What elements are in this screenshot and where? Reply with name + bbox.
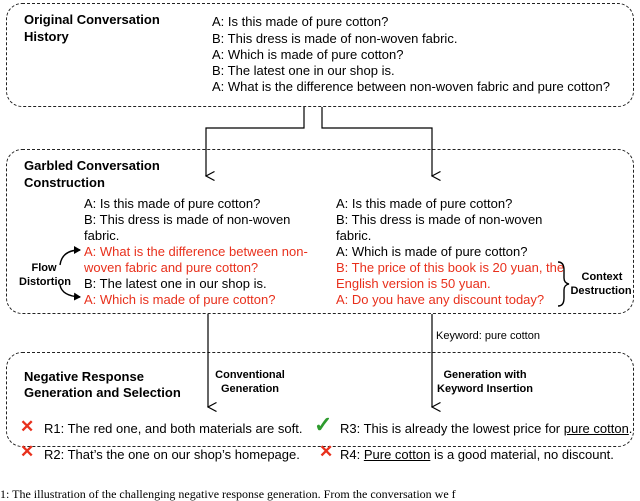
history-line-2: B: This dress is made of non-woven fabri…	[212, 31, 458, 46]
flow-left-line-6: B: The latest one in our shop is.	[84, 276, 267, 291]
flow-left-line-4: A: What is the difference between non-	[84, 244, 308, 259]
flow-distortion-label-2: Distortion	[19, 276, 71, 288]
negative-response-box	[6, 352, 634, 447]
history-line-5: A: What is the difference between non-wo…	[212, 79, 610, 94]
response-r2: R2: That’s the one on our shop’s homepag…	[44, 447, 300, 462]
response-r3: R3: This is already the lowest price for…	[340, 420, 632, 437]
conventional-generation-label-1: Conventional	[215, 369, 285, 381]
response-r3-end: .	[628, 421, 633, 436]
history-line-3: A: Which is made of pure cotton?	[212, 47, 404, 62]
negative-title-2: Generation and Selection	[24, 385, 181, 400]
response-r4: R4: Pure cotton is a good material, no d…	[340, 446, 614, 463]
context-right-line-5: B: The price of this book is 20 yuan, th…	[336, 260, 565, 275]
cross-icon: ✕	[20, 442, 35, 461]
original-history-title-2: History	[24, 29, 69, 44]
flow-distortion-arrow-up	[59, 246, 81, 266]
context-right-line-2: B: This dress is made of non-woven	[336, 212, 543, 227]
flow-distortion-label-1: Flow	[31, 262, 57, 274]
history-line-1: A: Is this made of pure cotton?	[212, 14, 389, 29]
cross-icon: ✕	[20, 417, 35, 436]
response-r3-text: R3: This is already the lowest price for	[340, 421, 564, 436]
response-r4-text: R4:	[340, 447, 364, 462]
flow-left-line-7: A: Which is made of pure cotton?	[84, 292, 276, 307]
conventional-generation-label-2: Generation	[220, 383, 280, 395]
keyword-generation-label-1: Generation with	[443, 369, 527, 381]
context-right-line-6: English version is 50 yuan.	[336, 276, 491, 291]
garbled-title-1: Garbled Conversation	[24, 158, 160, 173]
context-destruction-label-1: Context	[581, 271, 623, 283]
response-r1: R1: The red one, and both materials are …	[44, 421, 303, 436]
history-line-4: B: The latest one in our shop is.	[212, 63, 395, 78]
history-to-garbled-left-arrow	[206, 107, 305, 176]
original-history-title-1: Original Conversation	[24, 12, 160, 27]
check-icon: ✓	[314, 412, 333, 437]
context-right-line-3: fabric.	[336, 228, 372, 243]
flow-distortion-arrow-down	[59, 284, 81, 301]
context-right-line-4: A: Which is made of pure cotton?	[336, 244, 528, 259]
keyword-note: Keyword: pure cotton	[436, 330, 540, 342]
flow-left-line-5: woven fabric and pure cotton?	[84, 260, 259, 275]
response-r4-end: is a good material, no discount.	[430, 447, 614, 462]
context-destruction-brace	[557, 261, 570, 307]
history-to-garbled-right-arrow	[321, 107, 432, 176]
cross-icon: ✕	[319, 442, 334, 461]
context-right-line-1: A: Is this made of pure cotton?	[336, 196, 513, 211]
garbled-title-2: Construction	[24, 175, 105, 190]
flow-left-line-1: A: Is this made of pure cotton?	[84, 196, 261, 211]
context-right-line-7: A: Do you have any discount today?	[336, 292, 545, 307]
original-history-box	[6, 3, 634, 107]
garbled-construction-box	[6, 149, 634, 314]
keyword-generation-label-2: Keyword Insertion	[437, 383, 533, 395]
flow-left-line-2: B: This dress is made of non-woven	[84, 212, 291, 227]
negative-title-1: Negative Response	[24, 369, 144, 384]
context-destruction-label-2: Destruction	[570, 285, 632, 297]
flow-left-line-3: fabric.	[84, 228, 120, 243]
response-r4-keyword: Pure cotton	[363, 447, 431, 462]
response-r3-keyword: pure cotton	[563, 421, 629, 436]
